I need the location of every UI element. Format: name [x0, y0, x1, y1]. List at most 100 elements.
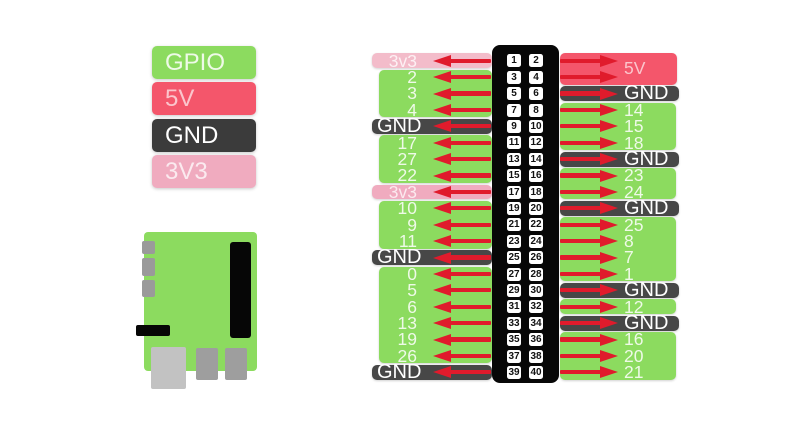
- arrow-head: [433, 284, 451, 297]
- left-arrow-icon: [433, 366, 491, 379]
- arrow-shaft: [448, 370, 491, 375]
- board-ethernet-port-icon: [151, 347, 186, 389]
- arrow-shaft: [560, 304, 603, 309]
- pin-number-cell: 17: [507, 185, 521, 199]
- pin-number-cell: 37: [507, 349, 521, 363]
- pin-number-cell: 2: [529, 54, 543, 68]
- arrow-shaft: [560, 370, 603, 375]
- right-band-gnd: [560, 151, 679, 167]
- arrow-shaft: [448, 189, 491, 195]
- arrow-shaft: [560, 255, 603, 260]
- right-band-gpio: [560, 168, 676, 200]
- left-arrow-icon: [433, 186, 491, 198]
- arrow-head: [600, 87, 618, 100]
- arrow-shaft: [448, 337, 491, 342]
- arrow-head: [433, 235, 451, 248]
- pin-number-cell: 39: [507, 365, 521, 379]
- right-arrow-icon: [560, 169, 618, 182]
- left-arrow-icon: [433, 300, 491, 313]
- arrow-head: [433, 268, 451, 280]
- left-arrow-icon: [433, 104, 491, 116]
- arrow-shaft: [448, 173, 491, 178]
- right-arrow-icon: [560, 366, 618, 379]
- pin-number-cell: 8: [529, 103, 543, 117]
- left-arrow-icon: [433, 317, 491, 330]
- right-arrow-icon: [560, 300, 618, 313]
- arrow-shaft: [448, 271, 491, 277]
- left-arrow-icon: [433, 153, 491, 166]
- left-arrow-icon: [433, 268, 491, 280]
- arrow-head: [600, 169, 618, 182]
- left-arrow-icon: [433, 333, 491, 346]
- pin-label: 23: [624, 165, 644, 186]
- right-band-gpio: [560, 217, 676, 282]
- pin-number-cell: 14: [529, 152, 543, 166]
- pin-label: 19: [397, 329, 417, 350]
- left-arrow-icon: [433, 120, 491, 133]
- arrow-shaft: [448, 75, 491, 80]
- pin-label: 17: [397, 132, 417, 153]
- arrow-shaft: [448, 239, 491, 244]
- right-arrow-icon: [560, 333, 618, 346]
- pin-number-cell: 13: [507, 152, 521, 166]
- pin-label: 12: [624, 296, 644, 317]
- arrow-shaft: [560, 75, 603, 80]
- pin-label: 14: [624, 99, 644, 120]
- pin-label: 5V: [624, 58, 646, 79]
- arrow-shaft: [448, 321, 491, 326]
- right-arrow-icon: [560, 202, 618, 215]
- pin-number-cell: 31: [507, 300, 521, 314]
- board-display-connector-bar-icon: [136, 325, 170, 336]
- arrow-head: [600, 218, 618, 231]
- pin-number-cell: 12: [529, 136, 543, 150]
- arrow-head: [600, 268, 618, 280]
- pin-label: GND: [624, 82, 669, 105]
- arrow-head: [600, 186, 618, 198]
- board-side-tab-icon: [142, 241, 155, 254]
- arrow-shaft: [560, 206, 603, 211]
- pin-number-cell: 35: [507, 333, 521, 347]
- arrow-shaft: [448, 222, 491, 227]
- pin-number-cell: 33: [507, 316, 521, 330]
- right-arrow-icon: [560, 218, 618, 231]
- arrow-shaft: [560, 337, 603, 342]
- pin-number-cell: 18: [529, 185, 543, 199]
- pin-label: 18: [624, 132, 644, 153]
- pin-number-cell: 3: [507, 70, 521, 84]
- pin-number-cell: 25: [507, 251, 521, 265]
- left-band-v33: [372, 184, 492, 200]
- right-arrow-icon: [560, 350, 618, 362]
- right-arrow-icon: [560, 268, 618, 280]
- pin-label: 3: [407, 83, 417, 104]
- arrow-head: [433, 366, 451, 379]
- arrow-head: [600, 251, 618, 264]
- arrow-head: [433, 186, 451, 198]
- pin-number-cell: 26: [529, 251, 543, 265]
- arrow-shaft: [448, 124, 491, 129]
- pin-label: 8: [624, 231, 634, 251]
- pin-number-cell: 32: [529, 300, 543, 314]
- left-band-gnd: [372, 250, 492, 266]
- pin-number-cell: 34: [529, 316, 543, 330]
- arrow-shaft: [560, 271, 603, 277]
- pin-number-cell: 4: [529, 70, 543, 84]
- pin-label: 22: [397, 165, 417, 186]
- arrow-head: [600, 153, 618, 166]
- pin-label: GND: [624, 148, 669, 170]
- pin-number-cell: 40: [529, 365, 543, 379]
- board-usb-port-icon: [196, 348, 218, 380]
- pin-number-cell: 38: [529, 349, 543, 363]
- arrow-head: [433, 153, 451, 166]
- pin-label: 2: [407, 67, 417, 87]
- arrow-shaft: [448, 157, 491, 162]
- pin-number-cell: 36: [529, 333, 543, 347]
- right-band-gnd: [560, 315, 679, 331]
- legend-item-3v3: 3V3: [152, 155, 256, 188]
- left-arrow-icon: [433, 136, 491, 149]
- left-arrow-icon: [433, 251, 491, 264]
- arrow-head: [600, 202, 618, 215]
- arrow-head: [433, 169, 451, 182]
- pin-label: 9: [407, 214, 417, 235]
- arrow-shaft: [560, 353, 603, 359]
